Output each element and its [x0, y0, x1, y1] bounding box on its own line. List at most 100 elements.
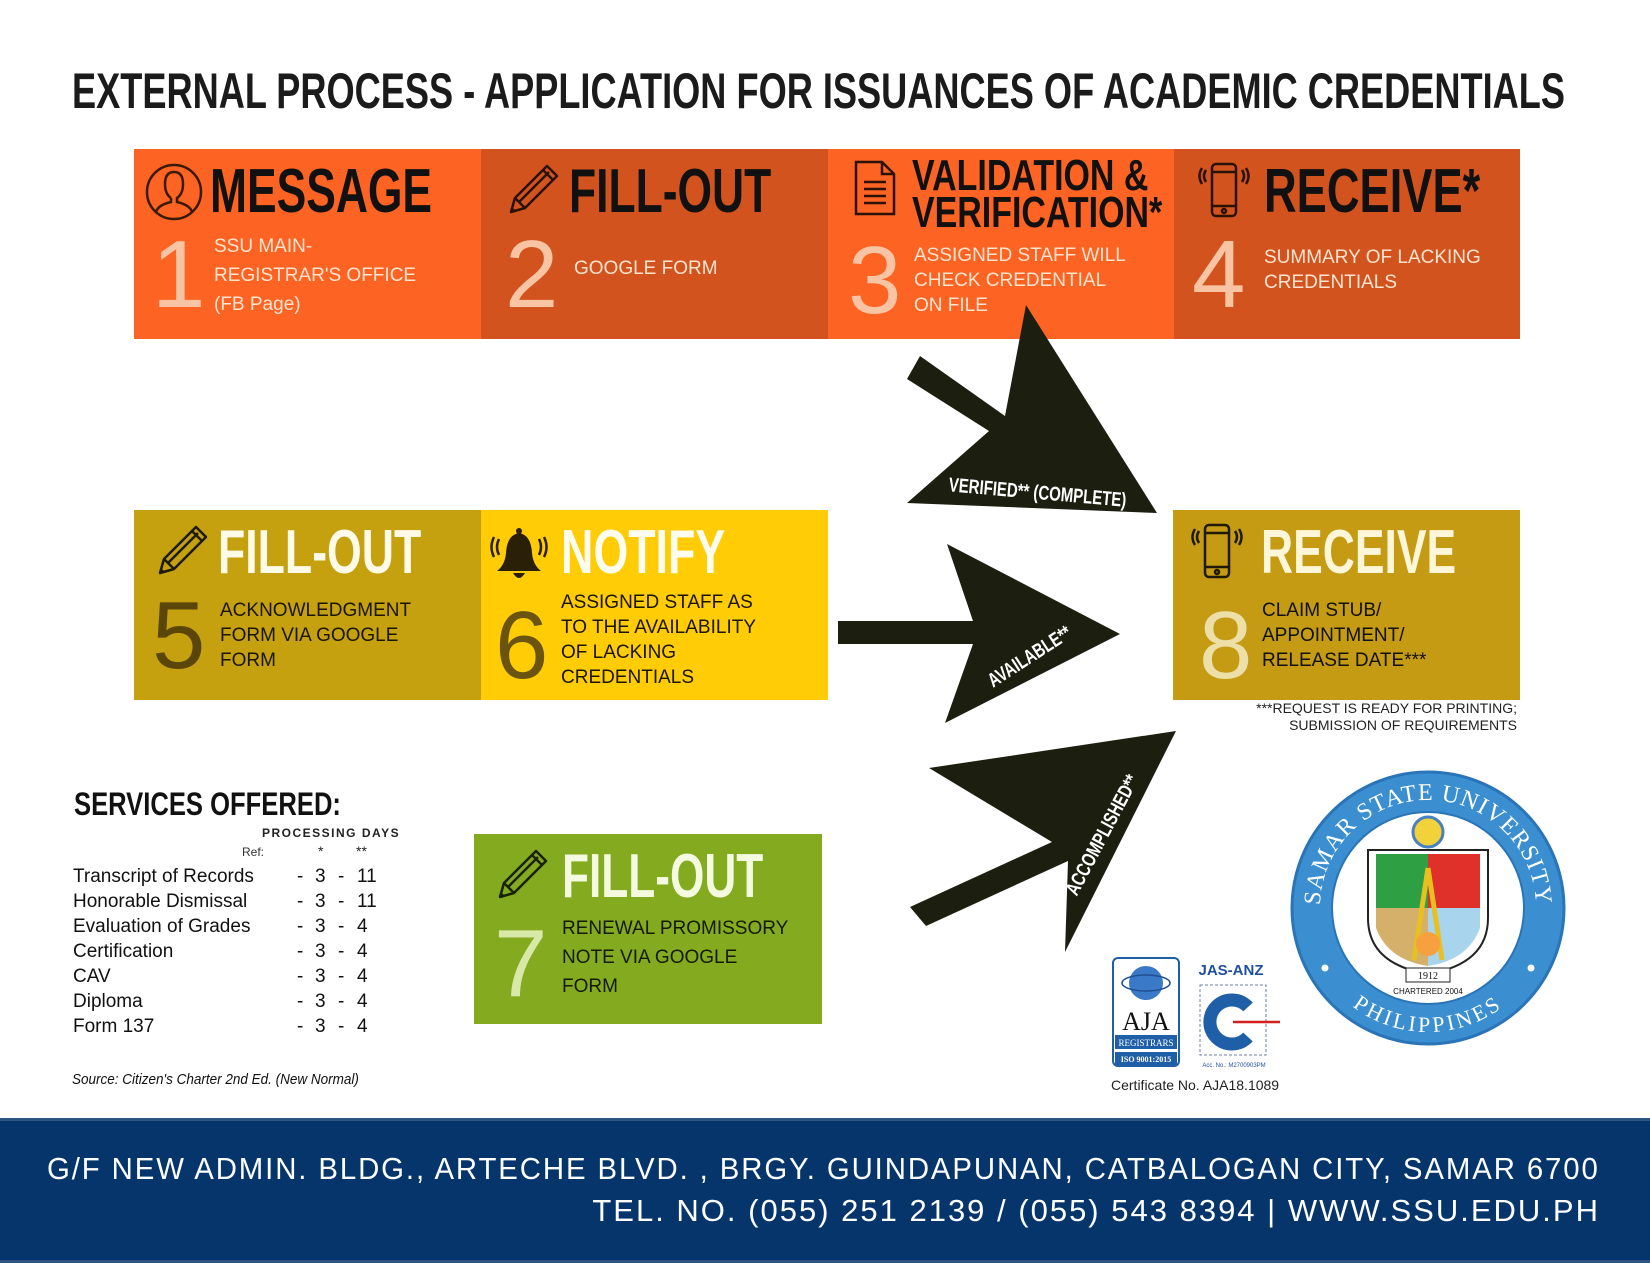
- dash: -: [338, 966, 345, 987]
- service-row: Diploma-3-4: [73, 991, 403, 1016]
- step-description: CLAIM STUB/ APPOINTMENT/ RELEASE DATE***: [1262, 600, 1427, 671]
- processing-days-star: 3: [315, 891, 326, 912]
- svg-text:REGISTRARS: REGISTRARS: [1118, 1038, 1173, 1048]
- step-number: 2: [505, 221, 559, 328]
- processing-days-double-star: 11: [357, 866, 377, 887]
- arrow-available: AVAILABLE**: [838, 544, 1120, 723]
- svg-text:ISO 9001:2015: ISO 9001:2015: [1121, 1055, 1171, 1064]
- svg-text:Acc. No.: M2700903PM: Acc. No.: M2700903PM: [1202, 1063, 1265, 1069]
- source-note: Source: Citizen's Charter 2nd Ed. (New N…: [72, 1071, 359, 1088]
- step-6-notify: NOTIFY 6 ASSIGNED STAFF AS TO THE AVAILA…: [481, 510, 828, 700]
- service-row: Form 137-3-4: [73, 1016, 403, 1041]
- dash: -: [297, 966, 304, 987]
- arrow-accomplished: ACCOMPLISHED**: [910, 731, 1176, 952]
- seal-year: 1912: [1418, 971, 1438, 982]
- service-name: Evaluation of Grades: [73, 916, 251, 937]
- step-heading: RECEIVE: [1261, 518, 1457, 587]
- step-number: 8: [1199, 592, 1253, 699]
- processing-days-star: 3: [315, 966, 326, 987]
- step-1-message: MESSAGE 1 SSU MAIN- REGISTRAR'S OFFICE (…: [134, 149, 481, 339]
- step-number: 5: [152, 582, 206, 689]
- step-number: 6: [495, 592, 549, 699]
- processing-days-double-star: 4: [357, 1016, 368, 1037]
- aja-logo: AJA REGISTRARS ISO 9001:2015: [1112, 957, 1180, 1067]
- processing-days-star: 3: [315, 941, 326, 962]
- dash: -: [297, 866, 304, 887]
- col-header-double-star: **: [356, 843, 367, 859]
- step-description: ACKNOWLEDGMENT FORM VIA GOOGLE FORM: [220, 600, 412, 671]
- step-description: ASSIGNED STAFF WILL CHECK CREDENTIAL ON …: [914, 245, 1126, 316]
- step-3-validation-verification: VALIDATION & VERIFICATION* 3 ASSIGNED ST…: [828, 149, 1174, 339]
- processing-days-double-star: 11: [357, 891, 377, 912]
- processing-days-star: 3: [315, 916, 326, 937]
- processing-days-star: 3: [315, 1016, 326, 1037]
- service-row: Evaluation of Grades-3-4: [73, 916, 403, 941]
- services-title: SERVICES OFFERED:: [74, 786, 341, 822]
- service-name: CAV: [73, 966, 111, 987]
- step-7-fill-out: FILL-OUT 7 RENEWAL PROMISSORY NOTE VIA G…: [474, 834, 822, 1024]
- step-number: 4: [1192, 221, 1246, 328]
- dash: -: [297, 991, 304, 1012]
- step-heading: MESSAGE: [210, 157, 433, 226]
- step-description: RENEWAL PROMISSORY NOTE VIA GOOGLE FORM: [562, 918, 789, 997]
- seal-chartered: CHARTERED 2004: [1393, 987, 1463, 996]
- arrow-verified: VERIFIED** (COMPLETE): [907, 305, 1157, 513]
- certificate-number: Certificate No. AJA18.1089: [1111, 1077, 1280, 1093]
- svg-text:AJA: AJA: [1122, 1007, 1170, 1036]
- footer-contact-bar: G/F NEW ADMIN. BLDG., ARTECHE BLVD. , BR…: [0, 1118, 1650, 1263]
- step-description: SSU MAIN- REGISTRAR'S OFFICE (FB Page): [214, 236, 417, 315]
- step-heading: FILL-OUT: [218, 518, 422, 587]
- step-4-receive: RECEIVE* 4 SUMMARY OF LACKING CREDENTIAL…: [1174, 149, 1520, 339]
- step-number: 3: [848, 227, 902, 334]
- service-name: Transcript of Records: [73, 866, 254, 887]
- release-footnote: ***REQUEST IS READY FOR PRINTING; SUBMIS…: [1256, 700, 1517, 733]
- step-number: 1: [152, 221, 206, 328]
- dash: -: [338, 941, 345, 962]
- footer-address: G/F NEW ADMIN. BLDG., ARTECHE BLVD. , BR…: [47, 1151, 1600, 1186]
- step-heading: VALIDATION & VERIFICATION*: [912, 151, 1163, 237]
- step-description: SUMMARY OF LACKING CREDENTIALS: [1264, 247, 1481, 293]
- dash: -: [297, 941, 304, 962]
- dash: -: [297, 891, 304, 912]
- col-header-star: *: [318, 843, 324, 859]
- dash: -: [297, 1016, 304, 1037]
- service-row: Certification-3-4: [73, 941, 403, 966]
- step-2-fill-out: FILL-OUT 2 GOOGLE FORM: [481, 149, 828, 339]
- step-heading: FILL-OUT: [569, 157, 772, 226]
- ref-label: Ref:: [242, 845, 265, 859]
- dash: -: [297, 916, 304, 937]
- processing-days-star: 3: [315, 991, 326, 1012]
- service-row: CAV-3-4: [73, 966, 403, 991]
- dash: -: [338, 916, 345, 937]
- svg-text:JAS-ANZ: JAS-ANZ: [1198, 962, 1263, 979]
- step-number: 7: [494, 910, 548, 1017]
- service-name: Honorable Dismissal: [73, 891, 248, 912]
- service-name: Diploma: [73, 991, 143, 1012]
- processing-days-double-star: 4: [357, 991, 368, 1012]
- page-title: EXTERNAL PROCESS - APPLICATION FOR ISSUA…: [72, 63, 1566, 119]
- step-description: GOOGLE FORM: [574, 258, 718, 279]
- service-name: Certification: [73, 941, 174, 962]
- step-8-receive: RECEIVE 8 CLAIM STUB/ APPOINTMENT/ RELEA…: [1173, 510, 1520, 700]
- dash: -: [338, 891, 345, 912]
- ssu-seal-logo: 1912 CHARTERED 2004 SAMAR STATE UNIVERSI…: [1290, 770, 1566, 1046]
- step-heading: RECEIVE*: [1264, 157, 1481, 226]
- processing-days-header: PROCESSING DAYS: [262, 826, 401, 840]
- processing-days-star: 3: [315, 866, 326, 887]
- step-5-fill-out: FILL-OUT 5 ACKNOWLEDGMENT FORM VIA GOOGL…: [134, 510, 481, 700]
- step-heading: NOTIFY: [561, 518, 726, 587]
- service-name: Form 137: [73, 1016, 155, 1037]
- iso-certification-logos: AJA REGISTRARS ISO 9001:2015 JAS-ANZ Acc…: [1112, 957, 1280, 1069]
- dash: -: [338, 1016, 345, 1037]
- dash: -: [338, 866, 345, 887]
- footer-contact: TEL. NO. (055) 251 2139 / (055) 543 8394…: [592, 1193, 1600, 1228]
- step-heading: FILL-OUT: [562, 842, 764, 911]
- processing-days-double-star: 4: [357, 966, 368, 987]
- processing-days-double-star: 4: [357, 941, 368, 962]
- dash: -: [338, 991, 345, 1012]
- jas-anz-logo: JAS-ANZ Acc. No.: M2700903PM: [1198, 962, 1280, 1069]
- processing-days-double-star: 4: [357, 916, 368, 937]
- service-row: Transcript of Records-3-11: [73, 866, 403, 891]
- step-description: ASSIGNED STAFF AS TO THE AVAILABILITY OF…: [561, 592, 757, 688]
